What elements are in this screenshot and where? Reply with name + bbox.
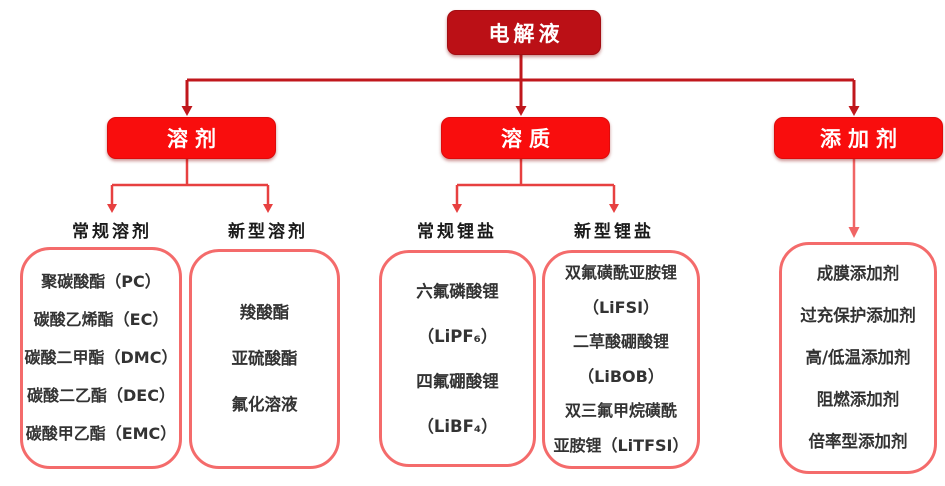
leaf-item: 高/低温添加剂 [805, 348, 911, 367]
solvent-sub-connectors [110, 157, 270, 205]
leaf-item: 氟化溶液 [231, 395, 298, 414]
leaf-item: 倍率型添加剂 [808, 432, 908, 451]
leaf-item: （LiBF₄） [417, 416, 498, 436]
leaf-item: 二草酸硼酸锂 [572, 332, 669, 351]
leaf-box-new-solvents: 羧酸酯 亚硫酸酯 氟化溶液 [189, 249, 340, 469]
solute-sub-connectors [455, 157, 616, 205]
branch-node-additive: 添加剂 [774, 117, 943, 159]
group-label-new-lithium-salt: 新型锂盐 [574, 222, 654, 242]
main-connectors [185, 53, 856, 107]
leaf-item: 双氟磺酰亚胺锂 [564, 263, 677, 282]
main-arrowheads [181, 106, 860, 116]
group-label-conventional-solvent: 常规溶剂 [72, 222, 152, 242]
group-label-conventional-lithium-salt: 常规锂盐 [417, 222, 497, 242]
leaf-item: 双三氟甲烷磺酰 [564, 401, 677, 420]
sub-arrowheads [107, 204, 619, 213]
leaf-item: 成膜添加剂 [816, 264, 900, 283]
root-node-electrolyte: 电解液 [447, 10, 601, 55]
leaf-item: 碳酸甲乙酯（EMC） [25, 424, 177, 443]
branch-solvent-label: 溶剂 [167, 127, 223, 151]
leaf-box-additives: 成膜添加剂 过充保护添加剂 高/低温添加剂 阻燃添加剂 倍率型添加剂 [779, 242, 937, 474]
leaf-item: （LiPF₆） [417, 326, 498, 346]
branch-additive-label: 添加剂 [820, 127, 904, 151]
root-node-label: 电解液 [488, 21, 564, 46]
branch-node-solvent: 溶剂 [107, 117, 276, 159]
leaf-box-new-lithium-salts: 双氟磺酰亚胺锂 （LiFSI） 二草酸硼酸锂 （LiBOB） 双三氟甲烷磺酰 亚… [542, 250, 700, 469]
leaf-box-conventional-lithium-salts: 六氟磷酸锂 （LiPF₆） 四氟硼酸锂 （LiBF₄） [379, 250, 536, 467]
leaf-item: 过充保护添加剂 [800, 306, 916, 325]
leaf-item: 亚硫酸酯 [231, 349, 298, 368]
group-label-new-solvent: 新型溶剂 [228, 222, 308, 242]
leaf-item: 六氟磷酸锂 [416, 281, 499, 301]
branch-solute-label: 溶质 [501, 127, 557, 151]
leaf-item: 碳酸二甲酯（DMC） [24, 348, 178, 367]
leaf-box-conventional-solvents: 聚碳酸酯（PC） 碳酸乙烯酯（EC） 碳酸二甲酯（DMC） 碳酸二乙酯（DEC）… [20, 247, 182, 469]
branch-node-solute: 溶质 [441, 117, 610, 159]
leaf-item: 羧酸酯 [239, 303, 290, 322]
leaf-item: （LiBOB） [578, 366, 664, 386]
leaf-item: 碳酸二乙酯（DEC） [27, 386, 175, 405]
leaf-item: （LiFSI） [582, 297, 660, 317]
leaf-item: 聚碳酸酯（PC） [41, 272, 161, 291]
leaf-item: 亚胺锂（LiTFSI） [553, 435, 689, 455]
leaf-item: 碳酸乙烯酯（EC） [33, 310, 169, 329]
leaf-item: 阻燃添加剂 [816, 390, 900, 409]
leaf-item: 四氟硼酸锂 [416, 371, 499, 391]
additive-connector [848, 157, 860, 238]
